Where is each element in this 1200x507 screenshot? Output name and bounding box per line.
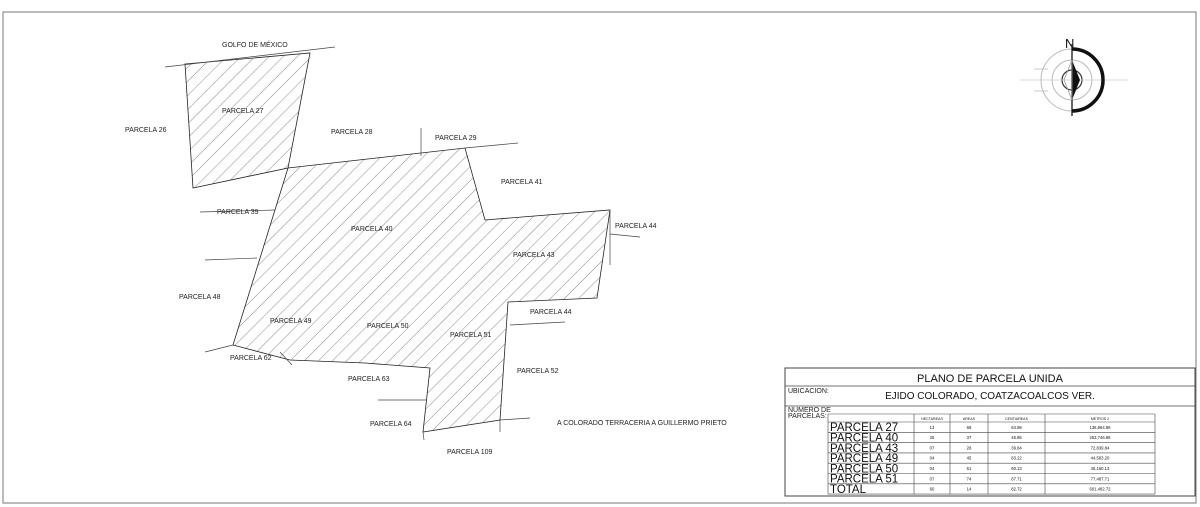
title-block: PLANO DE PARCELA UNIDA UBICACION: EJIDO … (784, 367, 1196, 497)
table-row-name: PARCELA 40 (830, 433, 898, 445)
parcel-labels: GOLFO DE MÉXICO PARCELA 26 PARCELA 27 PA… (125, 40, 727, 456)
table-cell-hectareas: 25 (930, 435, 935, 440)
table-cell-areas: 37 (967, 435, 972, 440)
table-cell-centiareas: 60.13 (1011, 466, 1022, 471)
label-parcela-63: PARCELA 63 (348, 376, 390, 383)
table-cell-centiareas: 39.84 (1011, 445, 1022, 450)
table-cell-centiareas: 64.98 (1011, 425, 1022, 430)
numero-label-1: NUMERO DE (788, 407, 831, 414)
table-cell-metros2: 601,482.72 (1090, 487, 1112, 492)
table-cell-centiareas: 46.86 (1011, 435, 1022, 440)
table-cell-areas: 68 (967, 425, 972, 430)
label-parcela-29: PARCELA 29 (435, 135, 477, 142)
table-cell-areas: 74 (967, 476, 972, 481)
table-cell-areas: 45 (967, 456, 972, 461)
table-cell-centiareas: 82.72 (1011, 487, 1022, 492)
label-parcela-48: PARCELA 48 (179, 294, 221, 301)
label-parcela-41: PARCELA 41 (501, 179, 543, 186)
label-golfo-de-mexico: GOLFO DE MÉXICO (222, 40, 288, 49)
table-cell-hectareas: 07 (930, 476, 935, 481)
label-parcela-27: PARCELA 27 (222, 108, 264, 115)
table-cell-areas: 28 (967, 445, 972, 450)
label-parcela-109: PARCELA 109 (447, 449, 493, 456)
label-parcela-49: PARCELA 49 (270, 318, 312, 325)
ubicacion-value: EJIDO COLORADO, COATZACOALCOS VER. (885, 391, 1095, 402)
table-row-name: PARCELA 50 (830, 463, 898, 475)
label-parcela-44-upper: PARCELA 44 (615, 223, 657, 230)
table-cell-centiareas: 87.71 (1011, 476, 1022, 481)
label-parcela-52: PARCELA 52 (517, 368, 559, 375)
table-header: HECTAREAS (921, 417, 943, 421)
label-parcela-62: PARCELA 62 (230, 355, 272, 362)
table-header: AREAS (963, 417, 976, 421)
label-road: A COLORADO TERRACERIA A GUILLERMO PRIETO (557, 420, 727, 427)
table-cell-metros2: 253,746.86 (1090, 435, 1112, 440)
table-cell-hectareas: 07 (930, 445, 935, 450)
table-cell-hectareas: 04 (930, 456, 935, 461)
table-cell-metros2: 46,160.13 (1091, 466, 1110, 471)
numero-label-2: PARCELAS: (788, 413, 827, 420)
label-parcela-50: PARCELA 50 (367, 323, 409, 330)
label-parcela-44-lower: PARCELA 44 (530, 309, 572, 316)
boundary-lines (164, 46, 641, 441)
table-cell-metros2: 77,487.71 (1091, 476, 1110, 481)
ubicacion-label: UBICACION: (788, 388, 829, 395)
plan-title: PLANO DE PARCELA UNIDA (917, 373, 1064, 385)
table-row-name: PARCELA 49 (830, 453, 898, 465)
table-cell-centiareas: 83.22 (1011, 456, 1022, 461)
drawing-frame (2, 11, 1197, 504)
label-parcela-43: PARCELA 43 (513, 252, 555, 259)
label-parcela-26: PARCELA 26 (125, 127, 167, 134)
table-cell-metros2: 72,839.84 (1091, 445, 1110, 450)
north-letter: N (1065, 36, 1074, 51)
north-arrow-icon: N (1020, 36, 1128, 116)
table-cell-hectareas: 60 (930, 487, 935, 492)
table-cell-areas: 61 (967, 466, 972, 471)
label-parcela-40: PARCELA 40 (351, 226, 393, 233)
table-cell-hectareas: 13 (930, 425, 935, 430)
table-row-name: PARCELA 27 (830, 422, 898, 434)
table-header: CENTIAREAS (1005, 417, 1029, 421)
table-row-name: TOTAL (830, 484, 867, 496)
label-parcela-51: PARCELA 51 (450, 332, 492, 339)
table-cell-areas: 14 (967, 487, 972, 492)
label-parcela-64: PARCELA 64 (370, 421, 412, 428)
table-row-name: PARCELA 51 (830, 474, 898, 486)
table-row-name: PARCELA 43 (830, 443, 898, 455)
parcel-table: HECTAREAS AREAS CENTIAREAS METROS 2 PARCELA … (827, 413, 1156, 496)
table-header: METROS 2 (1091, 417, 1109, 421)
united-parcel-area (232, 147, 611, 433)
label-parcela-39: PARCELA 39 (217, 209, 259, 216)
label-parcela-28: PARCELA 28 (331, 129, 373, 136)
table-cell-hectareas: 04 (930, 466, 935, 471)
table-cell-metros2: 44,583.20 (1091, 456, 1110, 461)
table-cell-metros2: 136,864.89 (1090, 425, 1112, 430)
